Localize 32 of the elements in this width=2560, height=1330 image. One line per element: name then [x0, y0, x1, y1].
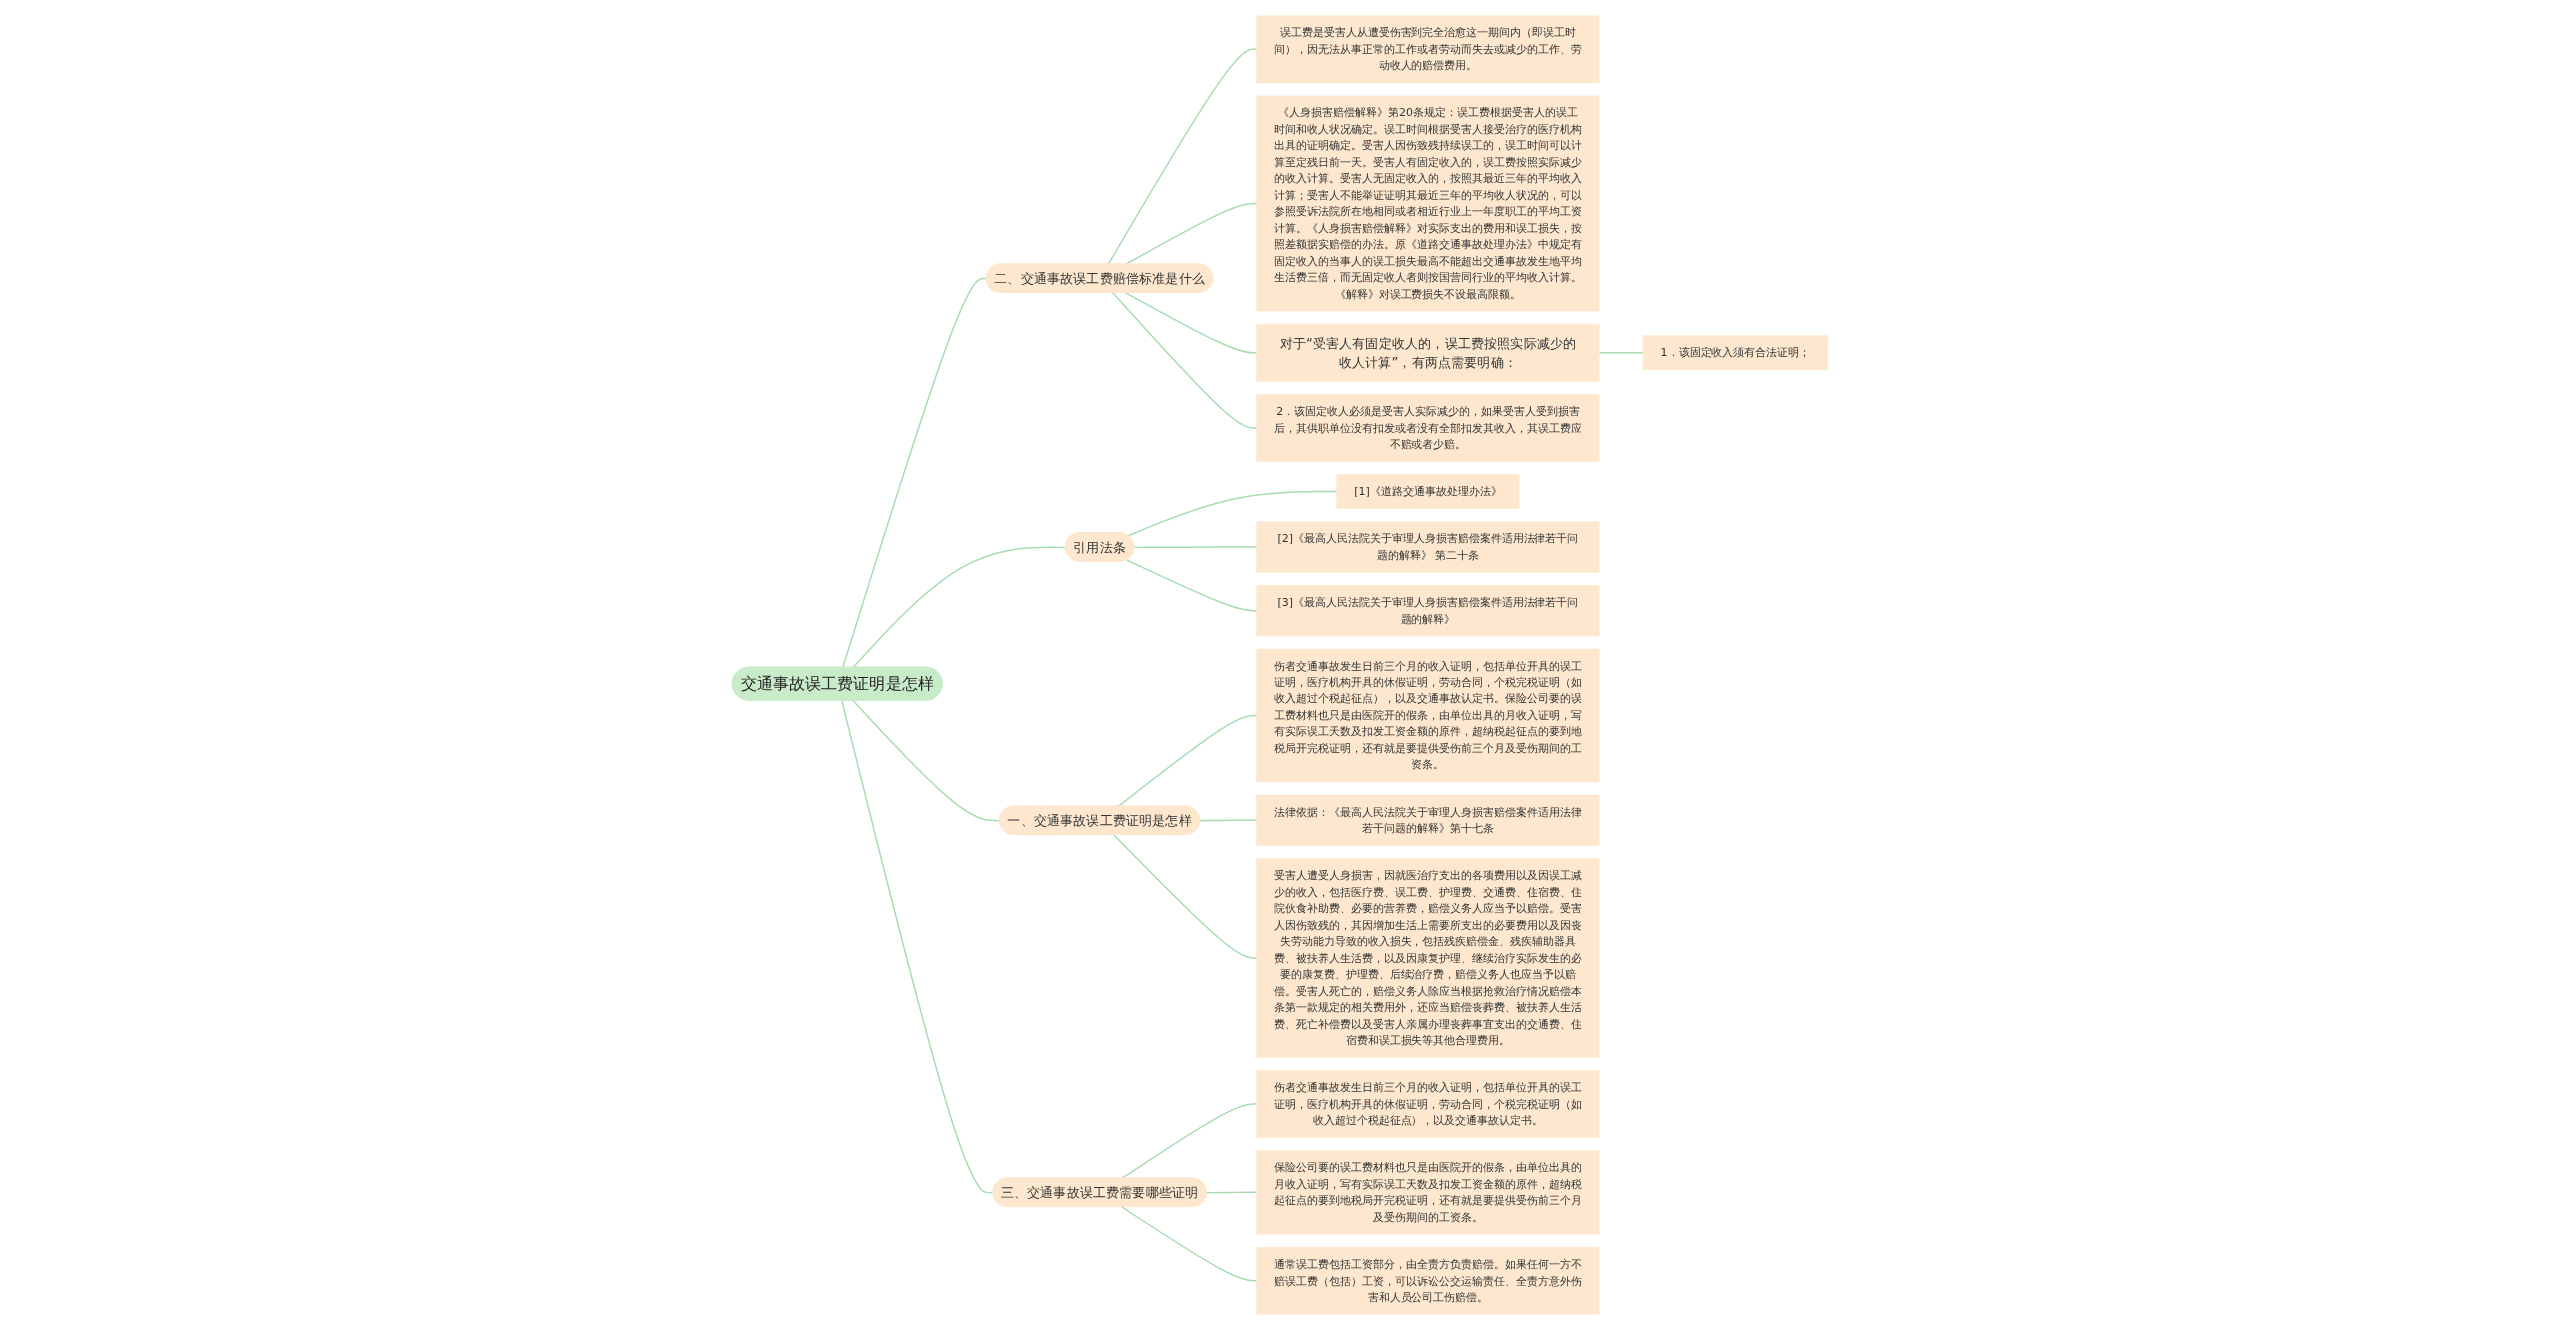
connector	[1125, 559, 1258, 612]
node-box: 法律依据：《最高人民法院关于审理人身损害赔偿案件适用法律若干问题的解释》第十七条	[1256, 794, 1600, 846]
node-box: [3]《最高人民法院关于审理人身损害赔偿案件适用法律若干问题的解释》	[1256, 585, 1600, 637]
connector	[1199, 819, 1258, 822]
connector	[841, 699, 994, 1194]
node-box: [2]《最高人民法院关于审理人身损害赔偿案件适用法律若干问题的解释》 第二十条	[1256, 521, 1600, 573]
connector	[1127, 490, 1338, 537]
node-box: 保险公司要的误工费材料也只是由医院开的假条，由单位出具的月收入证明，写有实际误工天数及扣发工资金额的原件，超纳税起征点的要到地税局开完税证明，还有就是要提供受伤前三个月及受伤期间的工资条。	[1256, 1150, 1600, 1235]
connector	[852, 699, 1001, 822]
connector	[1107, 48, 1258, 265]
connector	[842, 277, 988, 669]
node-box: 伤者交通事故发生日前三个月的收入证明，包括单位开具的误工证明，医疗机构开具的休假证明，劳动合同，个税完税证明（如收入超过个税起征点），以及交通事故认定书。	[1256, 1070, 1600, 1138]
node-box: 受害人遭受人身损害，因就医治疗支出的各项费用以及因误工减少的收入，包括医疗费、误工费、护理费、交通费、住宿费、住院伙食补助费、必要的营养费，赔偿义务人应当予以赔偿。受害人因伤致残的，其因增加生活上需要所支出的必要费用以及因丧失劳动能力导致的收入损失，包括残疾赔偿金、残疾辅助器具费、被扶养人生活费，以及因康复护理、继续治疗实际发生的必要的康复费、护理费、后续治疗费，赔偿义务人也应当予以赔偿。受害人死亡的，赔偿义务人除应当根据抢救治疗情况赔偿本条第一款规定的相关费用外，还应当赔偿丧葬费、被扶养人生活费、死亡补偿费以及受害人亲属办理丧葬事宜支出的交通费、住宿费和误工损失等其他合理费用。	[1256, 858, 1600, 1058]
connector	[1125, 202, 1258, 265]
node-box: 《人身损害赔偿解释》第20条规定：误工费根据受害人的误工时间和收人状况确定。误工时间根据受害人接受治疗的医疗机构出具的证明确定。受害人因伤致残持续误工的，误工时间可以计算至定残日前一天。受害人有固定收入的，误工费按照实际减少的收入计算。受害人无固定收入的，按照其最近三年的平均收入计算；受害人不能举证证明其最近三年的平均收人状况的，可以参照受诉法院所在地相同或者相近行业上一年度职工的平均工资计算。《人身损害赔偿解释》对实际支出的费用和误工损失，按照差额据实赔偿的办法。原《道路交通事故处理办法》中规定有固定收入的当事人的误工损失最高不能超出交通事故发生地平均生活费三倍，而无固定收人者则按国营同行业的平均收入计算。《解释》对误工费损失不设最高限额。	[1256, 95, 1600, 312]
connector	[1598, 352, 1644, 354]
node-box: 伤者交通事故发生日前三个月的收入证明，包括单位开具的误工证明，医疗机构开具的休假证明，劳动合同，个税完税证明（如收入超过个税起征点），以及交通事故认定书。保险公司要的误工费材料也只是由医院开的假条，由单位出具的月收入证明，写有实际误工天数及扣发工资金额的原件，超纳税起征点的要到地税局开完税证明，还有就是要提供受伤前三个月及受伤期间的工资条。	[1256, 648, 1600, 783]
connector	[1205, 1191, 1258, 1194]
connector	[1121, 1103, 1258, 1180]
connector	[1121, 1206, 1258, 1282]
node-box: 1．该固定收入须有合法证明；	[1642, 335, 1829, 371]
connector	[1117, 714, 1258, 808]
connector	[1125, 292, 1258, 354]
node-box: 2．该固定收人必须是受害人实际减少的，如果受害人受到损害后，其供职单位没有扣发或者没有全部扣发其收入，其误工费应不赔或者少赔。	[1256, 394, 1600, 462]
node-box: 通常误工费包括工资部分，由全责方负责赔偿。如果任何一方不赔误工费（包括）工资，可以诉讼公交运输责任、全责方意外伤害和人员公司工伤赔偿。	[1256, 1246, 1600, 1315]
connector	[1112, 292, 1258, 429]
connector	[852, 546, 1067, 669]
node-box: 对于“受害人有固定收人的，误工费按照实际减少的收人计算”，有两点需要明确：	[1256, 323, 1600, 382]
node-box: 误工费是受害人从遭受伤害到完全治愈这一期间内（即误工时间），因无法从事正常的工作或者劳动而失去或减少的工作、劳动收人的赔偿费用。	[1256, 15, 1600, 84]
connector	[1133, 546, 1258, 549]
node-box: [1]《道路交通事故处理办法》	[1336, 474, 1520, 509]
connector	[1113, 834, 1258, 959]
